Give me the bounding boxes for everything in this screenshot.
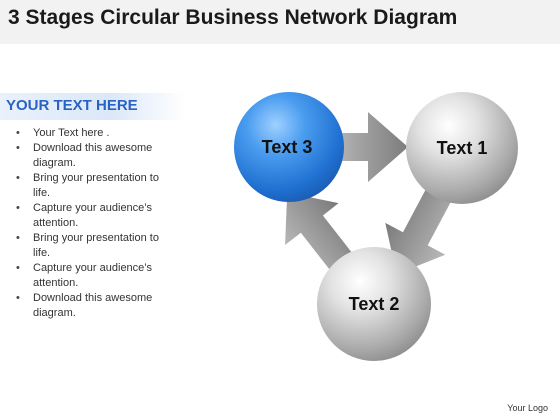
arrow-text3-to-text1 bbox=[336, 112, 408, 182]
text-header: YOUR TEXT HERE bbox=[6, 97, 138, 114]
node-text3-label: Text 3 bbox=[262, 137, 313, 157]
node-text2-label: Text 2 bbox=[349, 294, 400, 314]
arrow-text1-to-text2 bbox=[385, 184, 454, 275]
node-text1-label: Text 1 bbox=[437, 138, 488, 158]
bullet-item: Capture your audience’s attention. bbox=[14, 201, 179, 231]
node-text3: Text 3 bbox=[234, 92, 344, 202]
bullet-list: Your Text here . Download this awesome d… bbox=[14, 126, 179, 321]
bullet-item: Bring your presentation to life. bbox=[14, 171, 179, 201]
bullet-item: Bring your presentation to life. bbox=[14, 231, 179, 261]
title-bar: 3 Stages Circular Business Network Diagr… bbox=[0, 0, 560, 44]
bullet-item: Download this awesome diagram. bbox=[14, 291, 179, 321]
page-title: 3 Stages Circular Business Network Diagr… bbox=[8, 6, 458, 29]
text-header-band: YOUR TEXT HERE bbox=[0, 93, 185, 120]
logo-text: Your Logo bbox=[507, 403, 548, 413]
bullet-item: Your Text here . bbox=[14, 126, 179, 141]
bullet-item: Capture your audience’s attention. bbox=[14, 261, 179, 291]
node-text2: Text 2 bbox=[317, 247, 431, 361]
node-text1: Text 1 bbox=[406, 92, 518, 204]
bullet-item: Download this awesome diagram. bbox=[14, 141, 179, 171]
arrow-text2-to-text3 bbox=[285, 192, 357, 276]
